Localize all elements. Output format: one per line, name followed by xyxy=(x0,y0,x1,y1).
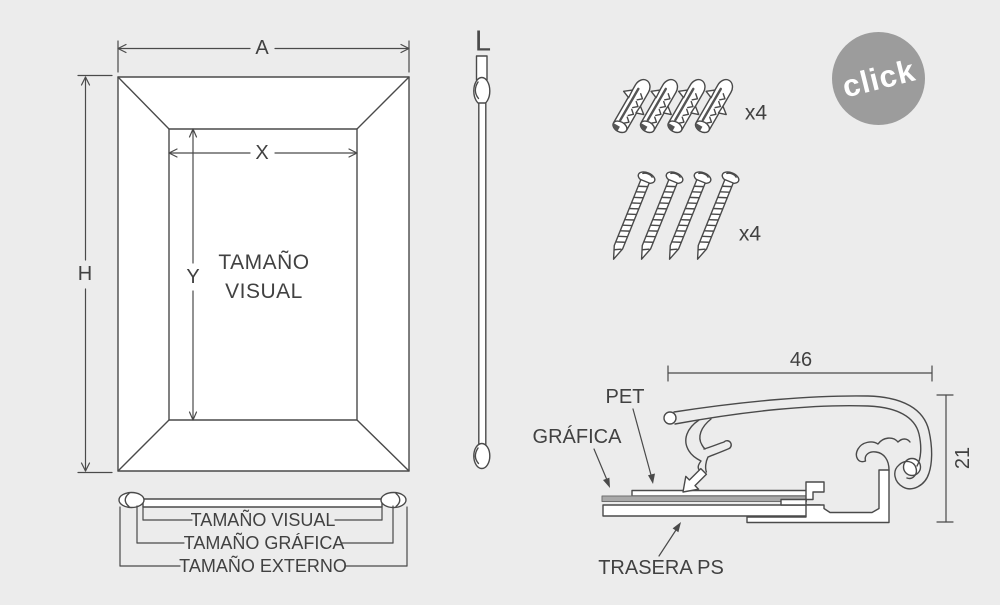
length-profile-view xyxy=(473,55,491,470)
pet-layer xyxy=(631,489,808,497)
dim-a xyxy=(117,40,410,73)
clip-leg-right-edge xyxy=(699,418,712,450)
leader-arrows xyxy=(593,408,681,557)
dim-h xyxy=(77,74,113,474)
profile-length-label: L xyxy=(474,25,492,58)
clip-leg-left-edge xyxy=(685,419,702,472)
dim-y xyxy=(188,128,198,421)
dim-a-label: A xyxy=(255,37,269,59)
dim-21 xyxy=(936,394,954,523)
dim-46 xyxy=(667,365,933,382)
trasera-arrowhead xyxy=(672,522,681,533)
dim-46-label: 46 xyxy=(789,349,813,371)
pet-label: PET xyxy=(605,386,645,408)
legend-externo-label: TAMAÑO EXTERNO xyxy=(179,556,347,576)
back-panel-layer xyxy=(602,504,821,517)
base-channel xyxy=(746,469,890,524)
trasera-label: TRASERA PS xyxy=(598,557,724,579)
grafica-arrowhead xyxy=(603,477,610,488)
click-badge: click xyxy=(832,32,925,125)
arm-hinge-end xyxy=(663,411,677,425)
front-frame-drawing xyxy=(117,76,410,472)
size-legend-lines xyxy=(119,505,408,567)
anchors-qty-label: x4 xyxy=(744,101,768,125)
trasera-leader xyxy=(658,529,677,557)
screws-group xyxy=(604,169,742,264)
legend-grafica-label: TAMAÑO GRÁFICA xyxy=(183,533,345,553)
arm-inner-edge xyxy=(674,404,922,467)
graphic-layer xyxy=(601,495,807,502)
bottom-section-view xyxy=(118,491,407,509)
snap-mechanism xyxy=(855,437,911,471)
clip-nib xyxy=(703,440,732,473)
arm-outer-edge xyxy=(673,395,933,490)
anchors-group xyxy=(603,71,743,140)
visual-size-line2: VISUAL xyxy=(225,280,303,303)
click-badge-label: click xyxy=(838,52,919,104)
dim-h-label: H xyxy=(77,263,93,285)
pet-leader xyxy=(632,408,652,476)
visual-size-line1: TAMAÑO xyxy=(218,251,310,274)
profile-cross-section xyxy=(601,395,933,524)
dim-x xyxy=(168,148,358,158)
visual-size-label: TAMAÑO VISUAL xyxy=(218,248,309,306)
grafica-label: GRÁFICA xyxy=(532,426,622,448)
dim-y-label: Y xyxy=(186,266,200,288)
dim-x-label: X xyxy=(255,142,269,164)
grafica-leader xyxy=(593,448,608,481)
clip-arrow-tip xyxy=(682,467,708,493)
dim-21-label: 21 xyxy=(952,446,974,470)
pet-arrowhead xyxy=(648,473,655,484)
screws-qty-label: x4 xyxy=(738,222,762,246)
legend-visual-label: TAMAÑO VISUAL xyxy=(190,510,336,530)
